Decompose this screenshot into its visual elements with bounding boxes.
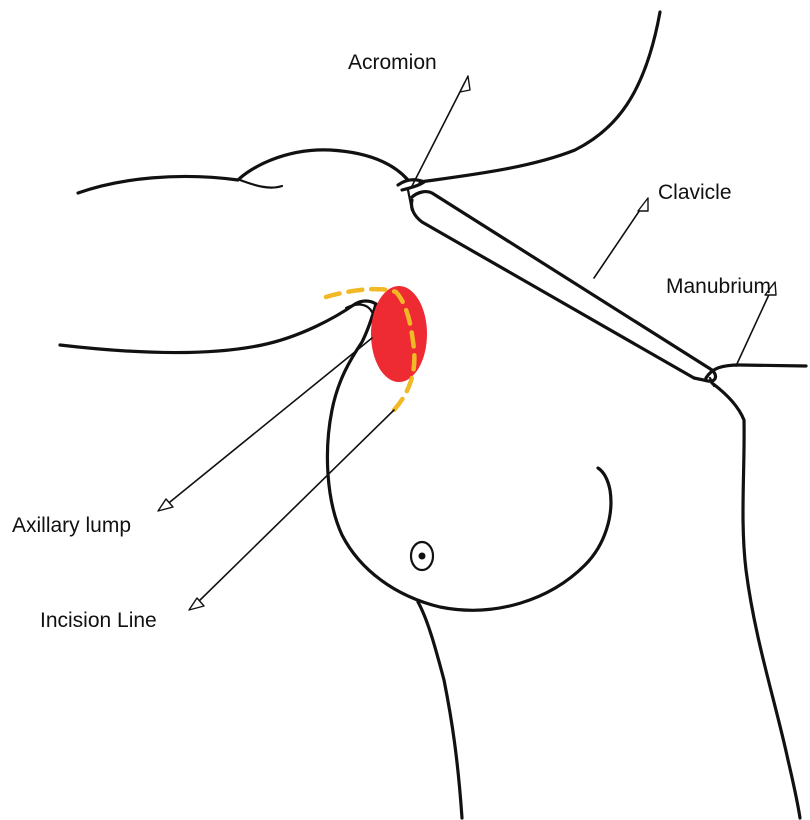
label-manubrium: Manubrium	[666, 276, 771, 297]
torso-right-outline	[712, 383, 800, 818]
breast-outline	[327, 304, 611, 610]
label-incision-line: Incision Line	[40, 610, 157, 631]
flank-outline	[418, 602, 462, 818]
nipple-center	[419, 553, 426, 560]
clavicle-arrowhead	[638, 198, 648, 211]
clavicle-leader	[594, 204, 644, 278]
label-axillary-lump: Axillary lump	[12, 515, 131, 536]
incision-line-leader	[196, 410, 394, 604]
manubrium-outline	[706, 365, 806, 378]
incision-line-arrowhead	[189, 598, 204, 610]
acromion-leader	[412, 82, 465, 186]
acromion-arrowhead	[460, 76, 470, 92]
axillary-lump-leader	[165, 338, 372, 506]
clavicle-lower-edge	[411, 200, 694, 378]
acromion-outline	[398, 180, 424, 190]
arm-underside-outline	[60, 301, 376, 353]
axillary-lump-mark	[371, 286, 427, 382]
manubrium-leader	[736, 288, 772, 366]
upper-arm-top-outline	[78, 150, 408, 193]
label-clavicle: Clavicle	[658, 182, 732, 203]
neck-outline	[420, 12, 660, 182]
upper-arm-crease	[240, 180, 282, 188]
label-acromion: Acromion	[348, 52, 437, 73]
